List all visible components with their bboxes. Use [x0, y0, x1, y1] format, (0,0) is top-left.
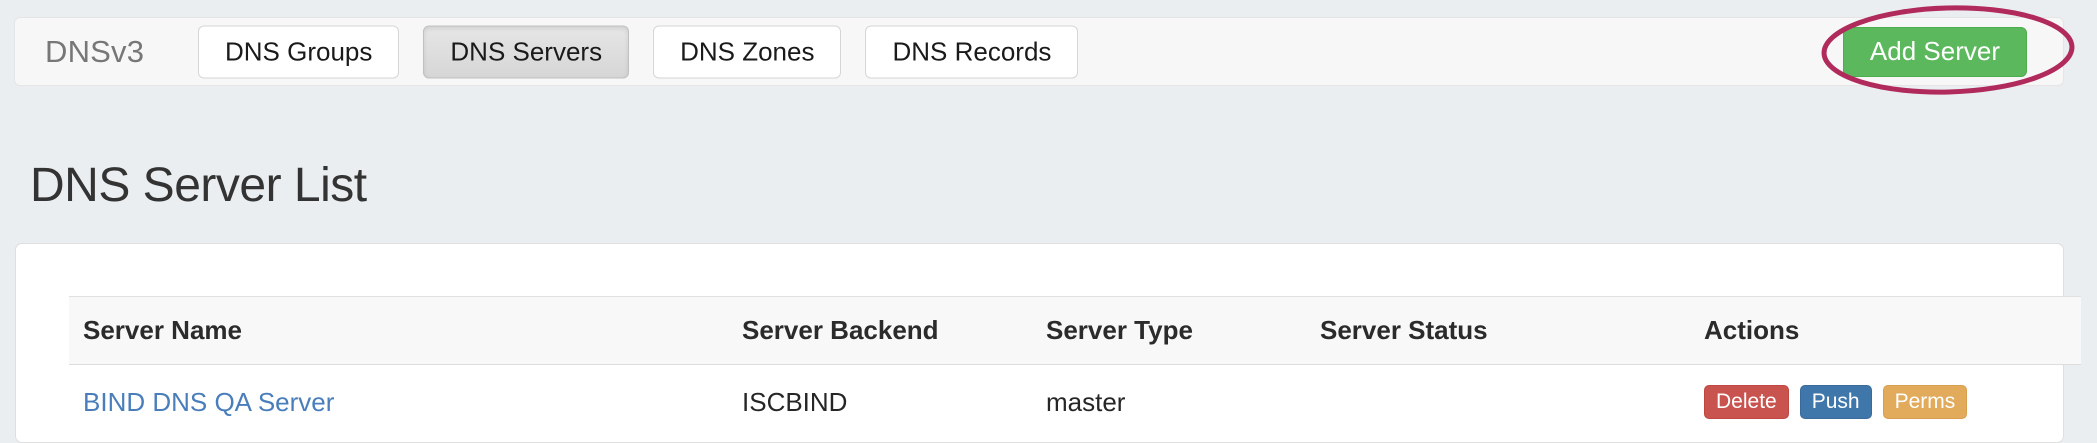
tab-dns-groups[interactable]: DNS Groups — [198, 25, 400, 78]
column-header-server-backend[interactable]: Server Backend — [728, 296, 1032, 365]
add-server-label: Add Server — [1869, 36, 2000, 66]
server-name-link[interactable]: BIND DNS QA Server — [83, 386, 335, 417]
server-table-wrapper: Server Name Server Backend Server Type S… — [69, 296, 2081, 439]
table-body: BIND DNS QA Server ISCBIND master Delete… — [69, 365, 2081, 440]
column-header-server-name[interactable]: Server Name — [69, 296, 728, 365]
content-panel: Server Name Server Backend Server Type S… — [15, 243, 2081, 443]
cell-server-name: BIND DNS QA Server — [69, 365, 728, 440]
tab-dns-zones[interactable]: DNS Zones — [653, 25, 842, 78]
cell-actions: Delete Push Perms — [1690, 365, 2081, 440]
brand-logo[interactable]: DNSv3 — [45, 33, 145, 69]
table-header-row: Server Name Server Backend Server Type S… — [69, 296, 2081, 365]
nav-tab-group: DNS Groups DNS Servers DNS Zones DNS Rec… — [198, 25, 1079, 78]
tab-dns-servers-label: DNS Servers — [450, 36, 603, 66]
tab-dns-servers[interactable]: DNS Servers — [423, 25, 630, 78]
cell-server-type: master — [1046, 386, 1126, 417]
push-button[interactable]: Push — [1799, 385, 1872, 419]
dns-server-table: Server Name Server Backend Server Type S… — [69, 296, 2081, 439]
tab-dns-zones-label: DNS Zones — [680, 36, 815, 66]
add-server-button[interactable]: Add Server — [1842, 26, 2027, 77]
cell-server-backend: ISCBIND — [742, 386, 848, 417]
table-row: BIND DNS QA Server ISCBIND master Delete… — [69, 365, 2081, 440]
cell-server-status — [1306, 365, 1690, 440]
tab-dns-records[interactable]: DNS Records — [865, 25, 1079, 78]
tab-dns-records-label: DNS Records — [892, 36, 1052, 66]
perms-button[interactable]: Perms — [1882, 385, 1968, 419]
page-title: DNS Server List — [30, 159, 367, 212]
column-header-actions: Actions — [1690, 296, 2081, 365]
table-head: Server Name Server Backend Server Type S… — [69, 296, 2081, 365]
delete-button[interactable]: Delete — [1704, 385, 1789, 419]
column-header-server-type[interactable]: Server Type — [1032, 296, 1306, 365]
tab-dns-groups-label: DNS Groups — [225, 36, 373, 66]
navbar: DNSv3 DNS Groups DNS Servers DNS Zones D… — [14, 17, 2064, 86]
action-button-group: Delete Push Perms — [1704, 385, 2081, 419]
column-header-server-status[interactable]: Server Status — [1306, 296, 1690, 365]
